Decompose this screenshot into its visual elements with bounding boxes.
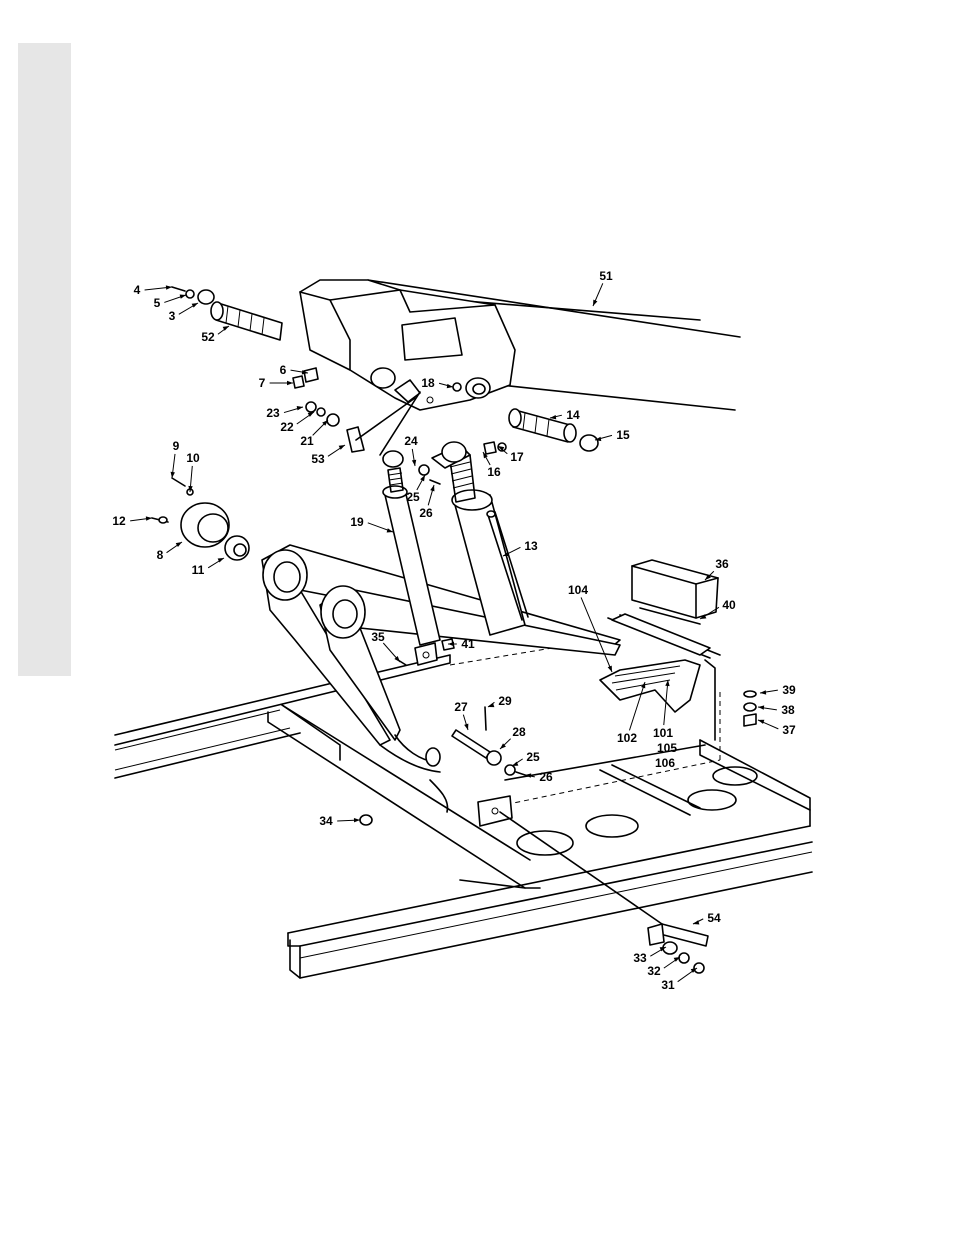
callout-arrowhead — [464, 724, 468, 730]
callout-arrowhead — [171, 472, 175, 478]
callout-label: 6 — [280, 363, 287, 377]
callout-label: 16 — [487, 465, 501, 479]
mast-base-plates — [262, 545, 620, 812]
callout-label: 19 — [350, 515, 364, 529]
callout-label: 7 — [259, 376, 266, 390]
callout-label: 36 — [715, 557, 729, 571]
callout-label: 34 — [319, 814, 333, 828]
callout-label: 4 — [134, 283, 141, 297]
callout-arrowhead — [180, 294, 186, 298]
callout-arrowhead — [608, 666, 612, 672]
callout-label: 17 — [510, 450, 524, 464]
callout-arrowhead — [420, 475, 425, 481]
callout-label: 102 — [617, 731, 637, 745]
callout-arrowhead — [387, 528, 393, 532]
callout-arrowhead — [412, 460, 416, 466]
callout-label: 25 — [406, 490, 420, 504]
callout-arrowhead — [287, 381, 293, 385]
callout-label: 31 — [661, 978, 675, 992]
hub-assembly — [152, 478, 249, 560]
chassis-frame — [115, 640, 812, 978]
callout-label: 41 — [461, 637, 475, 651]
callout-label: 9 — [173, 439, 180, 453]
callout-label: 21 — [300, 434, 314, 448]
callout-label: 25 — [526, 750, 540, 764]
callout-label: 26 — [419, 506, 433, 520]
callout-label: 51 — [599, 269, 613, 283]
callout-label: 38 — [781, 703, 795, 717]
callout-label: 14 — [566, 408, 580, 422]
callout-label: 18 — [421, 376, 435, 390]
callout-label: 101 — [653, 726, 673, 740]
callout-label: 54 — [707, 911, 721, 925]
boom-head — [300, 280, 740, 410]
callout-label: 105 — [657, 741, 677, 755]
callout-label: 53 — [311, 452, 325, 466]
callout-arrowhead — [758, 720, 764, 724]
callout-label: 28 — [512, 725, 526, 739]
callout-label: 24 — [404, 434, 418, 448]
callout-label: 11 — [192, 563, 205, 577]
callout-label: 26 — [539, 770, 553, 784]
callout-label: 106 — [655, 756, 675, 770]
callout-label: 27 — [454, 700, 468, 714]
callout-label: 12 — [112, 514, 126, 528]
callout-label: 35 — [371, 630, 385, 644]
callout-label: 29 — [498, 694, 512, 708]
callout-label: 10 — [186, 451, 200, 465]
storage-box — [632, 560, 718, 624]
callout-label: 39 — [782, 683, 796, 697]
callout-label: 8 — [157, 548, 164, 562]
ramp-plates — [600, 614, 720, 712]
callout-label: 3 — [169, 309, 176, 323]
callout-label: 33 — [633, 951, 647, 965]
callout-arrowhead — [354, 818, 360, 822]
callout-label: 13 — [524, 539, 538, 553]
callout-label: 15 — [616, 428, 630, 442]
callout-arrowhead — [297, 406, 303, 410]
callout-label: 52 — [201, 330, 215, 344]
callout-label: 104 — [568, 583, 588, 597]
callout-label: 32 — [647, 964, 661, 978]
callout-arrowhead — [593, 300, 597, 306]
callout-label: 22 — [280, 420, 294, 434]
callout-arrowhead — [430, 485, 434, 491]
callout-arrowhead — [192, 303, 198, 308]
callout-label: 40 — [722, 598, 736, 612]
callout-label: 37 — [782, 723, 796, 737]
callout-label: 23 — [266, 406, 280, 420]
callout-label: 5 — [154, 296, 161, 310]
callout-arrowhead — [550, 415, 556, 419]
